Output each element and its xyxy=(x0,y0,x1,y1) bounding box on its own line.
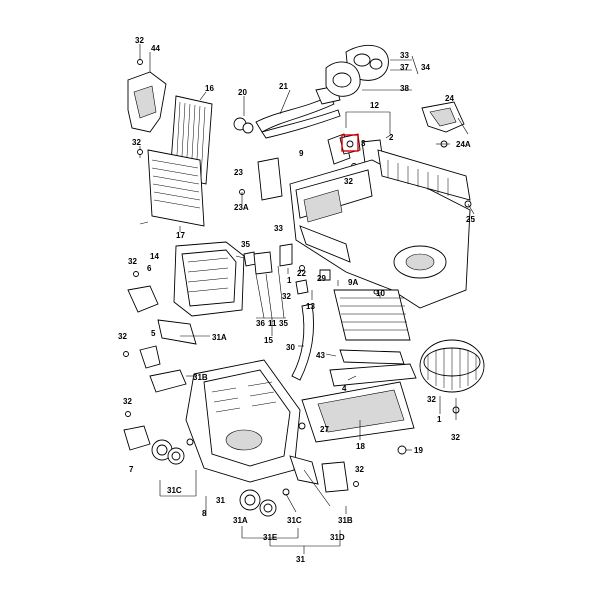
label-7: 7 xyxy=(129,465,134,474)
label-22: 22 xyxy=(297,269,306,278)
label-9: 9 xyxy=(299,149,304,158)
label-1: 1 xyxy=(287,276,292,285)
label-31b: 31B xyxy=(193,373,208,382)
part-heater-frame-14 xyxy=(173,241,245,317)
label-32: 32 xyxy=(355,465,364,474)
part-pipes-21 xyxy=(233,85,341,139)
label-3: 3 xyxy=(361,139,366,148)
part-flange-33 xyxy=(325,44,419,97)
leader-lines xyxy=(139,89,475,554)
label-44: 44 xyxy=(151,44,160,53)
label-15: 15 xyxy=(264,336,273,345)
part-linkages-31d xyxy=(289,455,359,493)
label-5: 5 xyxy=(151,329,156,338)
label-29: 29 xyxy=(317,274,326,283)
label-23a: 23A xyxy=(234,203,249,212)
part-cabin-filter-43 xyxy=(333,289,411,365)
part-blower-fan-1 xyxy=(419,339,485,420)
label-31: 31 xyxy=(296,555,305,564)
label-25: 25 xyxy=(466,215,475,224)
label-24a: 24A xyxy=(456,140,471,149)
label-31e: 31E xyxy=(263,533,278,542)
part-bracket-6 xyxy=(127,271,159,313)
label-32: 32 xyxy=(118,332,127,341)
part-bracket-24 xyxy=(421,101,465,148)
part-tray-18 xyxy=(301,363,417,455)
label-31c: 31C xyxy=(287,516,302,525)
label-34: 34 xyxy=(421,63,430,72)
label-32: 32 xyxy=(451,433,460,442)
part-small-sensors-35 xyxy=(243,243,293,319)
label-31a: 31A xyxy=(212,333,227,342)
part-bracket-44 xyxy=(127,44,167,133)
part-labels: 32 44 16 20 21 33 37 34 38 12 24 24A 2 3… xyxy=(118,36,475,564)
label-32: 32 xyxy=(123,397,132,406)
label-14: 14 xyxy=(150,252,159,261)
label-12: 12 xyxy=(370,101,379,110)
label-32: 32 xyxy=(132,138,141,147)
part-lower-housing-31 xyxy=(185,359,306,483)
label-31c: 31C xyxy=(167,486,182,495)
label-10: 10 xyxy=(376,289,385,298)
label-31a: 31A xyxy=(233,516,248,525)
label-35: 35 xyxy=(279,319,288,328)
highlight-box xyxy=(341,134,359,152)
label-36: 36 xyxy=(256,319,265,328)
label-6: 6 xyxy=(147,264,152,273)
label-33: 33 xyxy=(274,224,283,233)
label-9a: 9A xyxy=(348,278,358,287)
part-bracket-23 xyxy=(239,157,283,204)
label-16: 16 xyxy=(205,84,214,93)
label-27: 27 xyxy=(320,425,329,434)
label-31b: 31B xyxy=(338,516,353,525)
label-11: 11 xyxy=(268,319,277,328)
label-32: 32 xyxy=(135,36,144,45)
label-24: 24 xyxy=(445,94,454,103)
label-38: 38 xyxy=(400,84,409,93)
label-33: 33 xyxy=(400,51,409,60)
label-2: 2 xyxy=(389,133,394,142)
label-43: 43 xyxy=(316,351,325,360)
label-32: 32 xyxy=(282,292,291,301)
label-37: 37 xyxy=(400,63,409,72)
label-35: 35 xyxy=(241,240,250,249)
label-31: 31 xyxy=(216,496,225,505)
label-32: 32 xyxy=(427,395,436,404)
label-4: 4 xyxy=(342,384,347,393)
part-hose-30 xyxy=(291,265,331,381)
label-20: 20 xyxy=(238,88,247,97)
label-17: 17 xyxy=(176,231,185,240)
part-linkages-5 xyxy=(123,319,197,451)
label-21: 21 xyxy=(279,82,288,91)
label-19: 19 xyxy=(414,446,423,455)
part-actuator-wheels-31c xyxy=(151,438,290,517)
label-8: 8 xyxy=(202,509,207,518)
part-heater-core-17 xyxy=(137,146,205,232)
label-31d: 31D xyxy=(330,533,345,542)
label-30: 30 xyxy=(286,343,295,352)
label-32: 32 xyxy=(344,177,353,186)
label-23: 23 xyxy=(234,168,243,177)
label-18: 18 xyxy=(356,442,365,451)
label-1: 1 xyxy=(437,415,442,424)
label-32: 32 xyxy=(128,257,137,266)
label-13: 13 xyxy=(306,302,315,311)
part-main-housing-9 xyxy=(289,149,475,309)
